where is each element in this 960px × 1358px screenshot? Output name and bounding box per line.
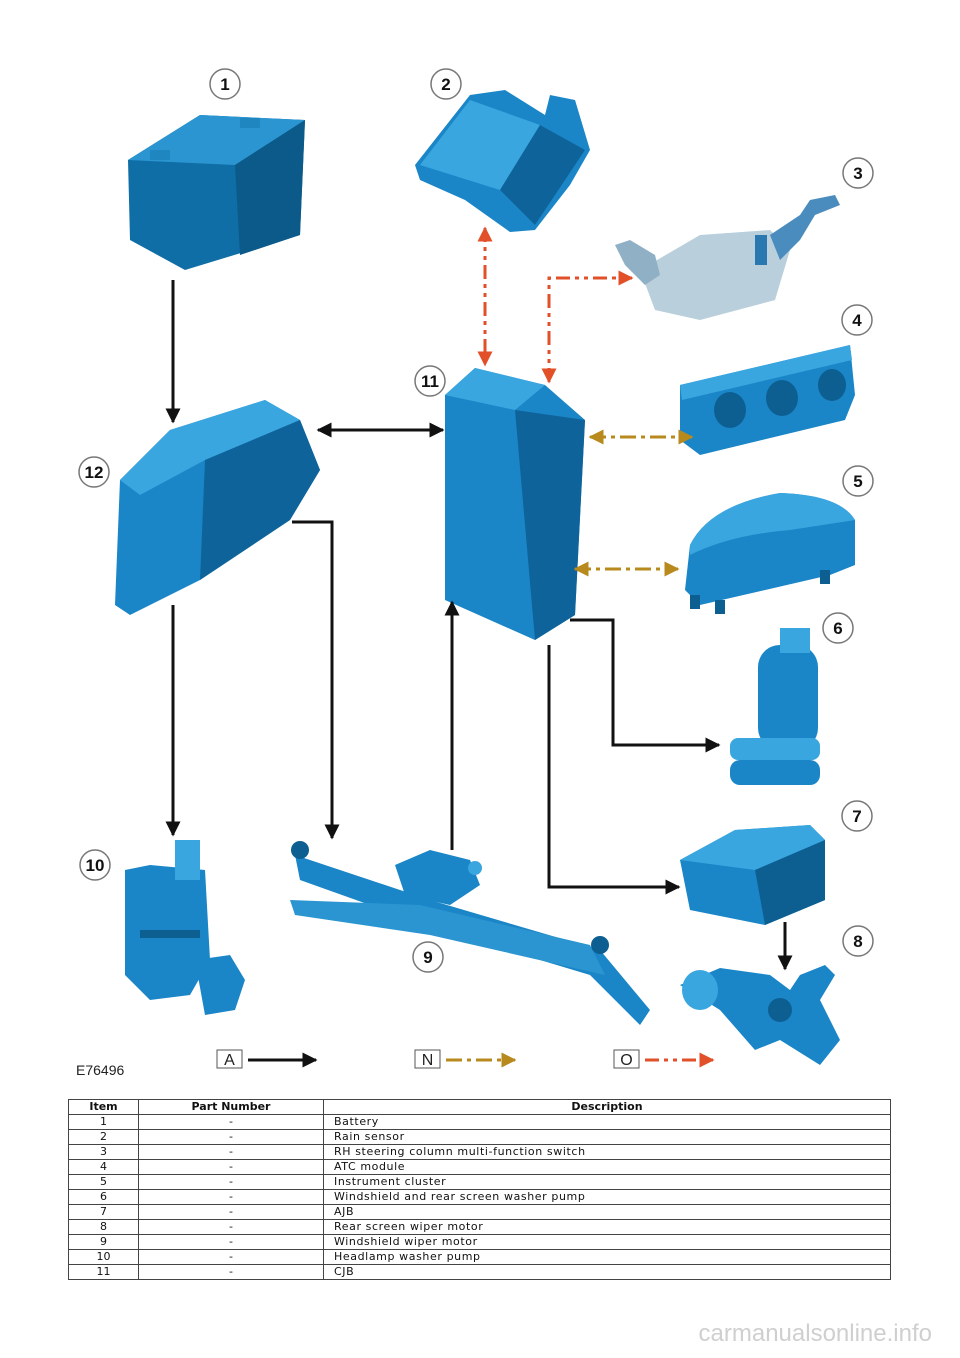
legend: A N O: [216, 1049, 715, 1069]
callout-7: 7: [841, 800, 873, 832]
cell-part-number: -: [138, 1264, 324, 1280]
svg-text:6: 6: [833, 619, 842, 638]
table-row: 1-Battery: [68, 1114, 891, 1130]
callout-3: 3: [842, 157, 874, 189]
callout-4: 4: [841, 304, 873, 336]
table-row: 3-RH steering column multi-function swit…: [68, 1144, 891, 1160]
svg-text:A: A: [224, 1052, 235, 1069]
svg-text:12: 12: [85, 463, 104, 482]
cell-item: 8: [68, 1219, 139, 1235]
ajb-part: [680, 825, 825, 925]
table-row: 11-CJB: [68, 1264, 891, 1280]
table-row: 2-Rain sensor: [68, 1129, 891, 1145]
connections-o: [477, 226, 634, 384]
legend-item-n: N: [414, 1049, 517, 1069]
cell-item: 1: [68, 1114, 139, 1130]
cell-part-number: -: [138, 1189, 324, 1205]
cell-part-number: -: [138, 1144, 324, 1160]
table-header-row: Item Part Number Description: [68, 1099, 891, 1115]
cell-description: Windshield and rear screen washer pump: [323, 1189, 891, 1205]
cell-item: 2: [68, 1129, 139, 1145]
cell-part-number: -: [138, 1234, 324, 1250]
table-row: 5-Instrument cluster: [68, 1174, 891, 1190]
cell-part-number: -: [138, 1249, 324, 1265]
cell-part-number: -: [138, 1129, 324, 1145]
svg-text:4: 4: [852, 311, 862, 330]
callout-11: 11: [414, 365, 446, 397]
svg-text:N: N: [422, 1052, 434, 1069]
engine-junction-box-part: [115, 400, 320, 615]
cell-item: 11: [68, 1264, 139, 1280]
callout-9: 9: [412, 941, 444, 973]
header-item: Item: [68, 1099, 139, 1115]
callout-8: 8: [842, 925, 874, 957]
rear-wiper-motor-part: [680, 965, 840, 1065]
cell-item: 6: [68, 1189, 139, 1205]
steering-switch-part: [615, 195, 840, 320]
cell-description: ATC module: [323, 1159, 891, 1175]
cell-description: Rear screen wiper motor: [323, 1219, 891, 1235]
connections-n: [573, 429, 694, 577]
cell-item: 10: [68, 1249, 139, 1265]
svg-text:1: 1: [220, 75, 229, 94]
cell-description: Windshield wiper motor: [323, 1234, 891, 1250]
cell-item: 4: [68, 1159, 139, 1175]
cell-description: Instrument cluster: [323, 1174, 891, 1190]
cell-part-number: -: [138, 1174, 324, 1190]
legend-item-a: A: [216, 1049, 318, 1069]
svg-text:10: 10: [86, 856, 105, 875]
cell-part-number: -: [138, 1204, 324, 1220]
instrument-cluster-part: [685, 493, 855, 614]
callout-1: 1: [209, 68, 241, 100]
svg-text:3: 3: [853, 164, 862, 183]
svg-text:7: 7: [852, 807, 861, 826]
table-row: 10-Headlamp washer pump: [68, 1249, 891, 1265]
cell-part-number: -: [138, 1114, 324, 1130]
table-row: 4-ATC module: [68, 1159, 891, 1175]
cell-item: 7: [68, 1204, 139, 1220]
callout-6: 6: [822, 612, 854, 644]
svg-text:2: 2: [441, 75, 450, 94]
cell-description: AJB: [323, 1204, 891, 1220]
watermark: carmanualsonline.info: [698, 1320, 932, 1347]
table-row: 7-AJB: [68, 1204, 891, 1220]
cell-item: 3: [68, 1144, 139, 1160]
svg-text:11: 11: [421, 372, 439, 391]
legend-item-o: O: [613, 1049, 715, 1069]
rain-sensor-part: [415, 90, 590, 232]
cell-part-number: -: [138, 1159, 324, 1175]
cjb-part: [445, 368, 585, 640]
callout-2: 2: [430, 68, 462, 100]
wiring-diagram: 1 2 3 4 5 6 7 8 9 10 11 12 E76496 A N O: [76, 68, 874, 1078]
svg-text:O: O: [620, 1052, 632, 1069]
cell-description: Headlamp washer pump: [323, 1249, 891, 1265]
table-row: 8-Rear screen wiper motor: [68, 1219, 891, 1235]
header-part-number: Part Number: [138, 1099, 324, 1115]
cell-description: Battery: [323, 1114, 891, 1130]
callout-10: 10: [79, 849, 111, 881]
cell-description: Rain sensor: [323, 1129, 891, 1145]
cell-item: 9: [68, 1234, 139, 1250]
table-row: 6-Windshield and rear screen washer pump: [68, 1189, 891, 1205]
battery-part: [128, 115, 305, 270]
header-description: Description: [323, 1099, 891, 1115]
wiper-linkage-part: [290, 841, 650, 1025]
cell-item: 5: [68, 1174, 139, 1190]
figure-id: E76496: [76, 1062, 124, 1078]
svg-text:8: 8: [853, 932, 862, 951]
callout-5: 5: [842, 465, 874, 497]
table-row: 9-Windshield wiper motor: [68, 1234, 891, 1250]
svg-text:5: 5: [853, 472, 862, 491]
washer-pump-part: [730, 628, 820, 785]
connections-a: [165, 280, 793, 971]
cell-description: CJB: [323, 1264, 891, 1280]
cell-description: RH steering column multi-function switch: [323, 1144, 891, 1160]
atc-module-part: [680, 345, 855, 455]
headlamp-washer-pump-part: [125, 840, 245, 1015]
callout-12: 12: [78, 456, 110, 488]
svg-text:9: 9: [423, 948, 432, 967]
cell-part-number: -: [138, 1219, 324, 1235]
